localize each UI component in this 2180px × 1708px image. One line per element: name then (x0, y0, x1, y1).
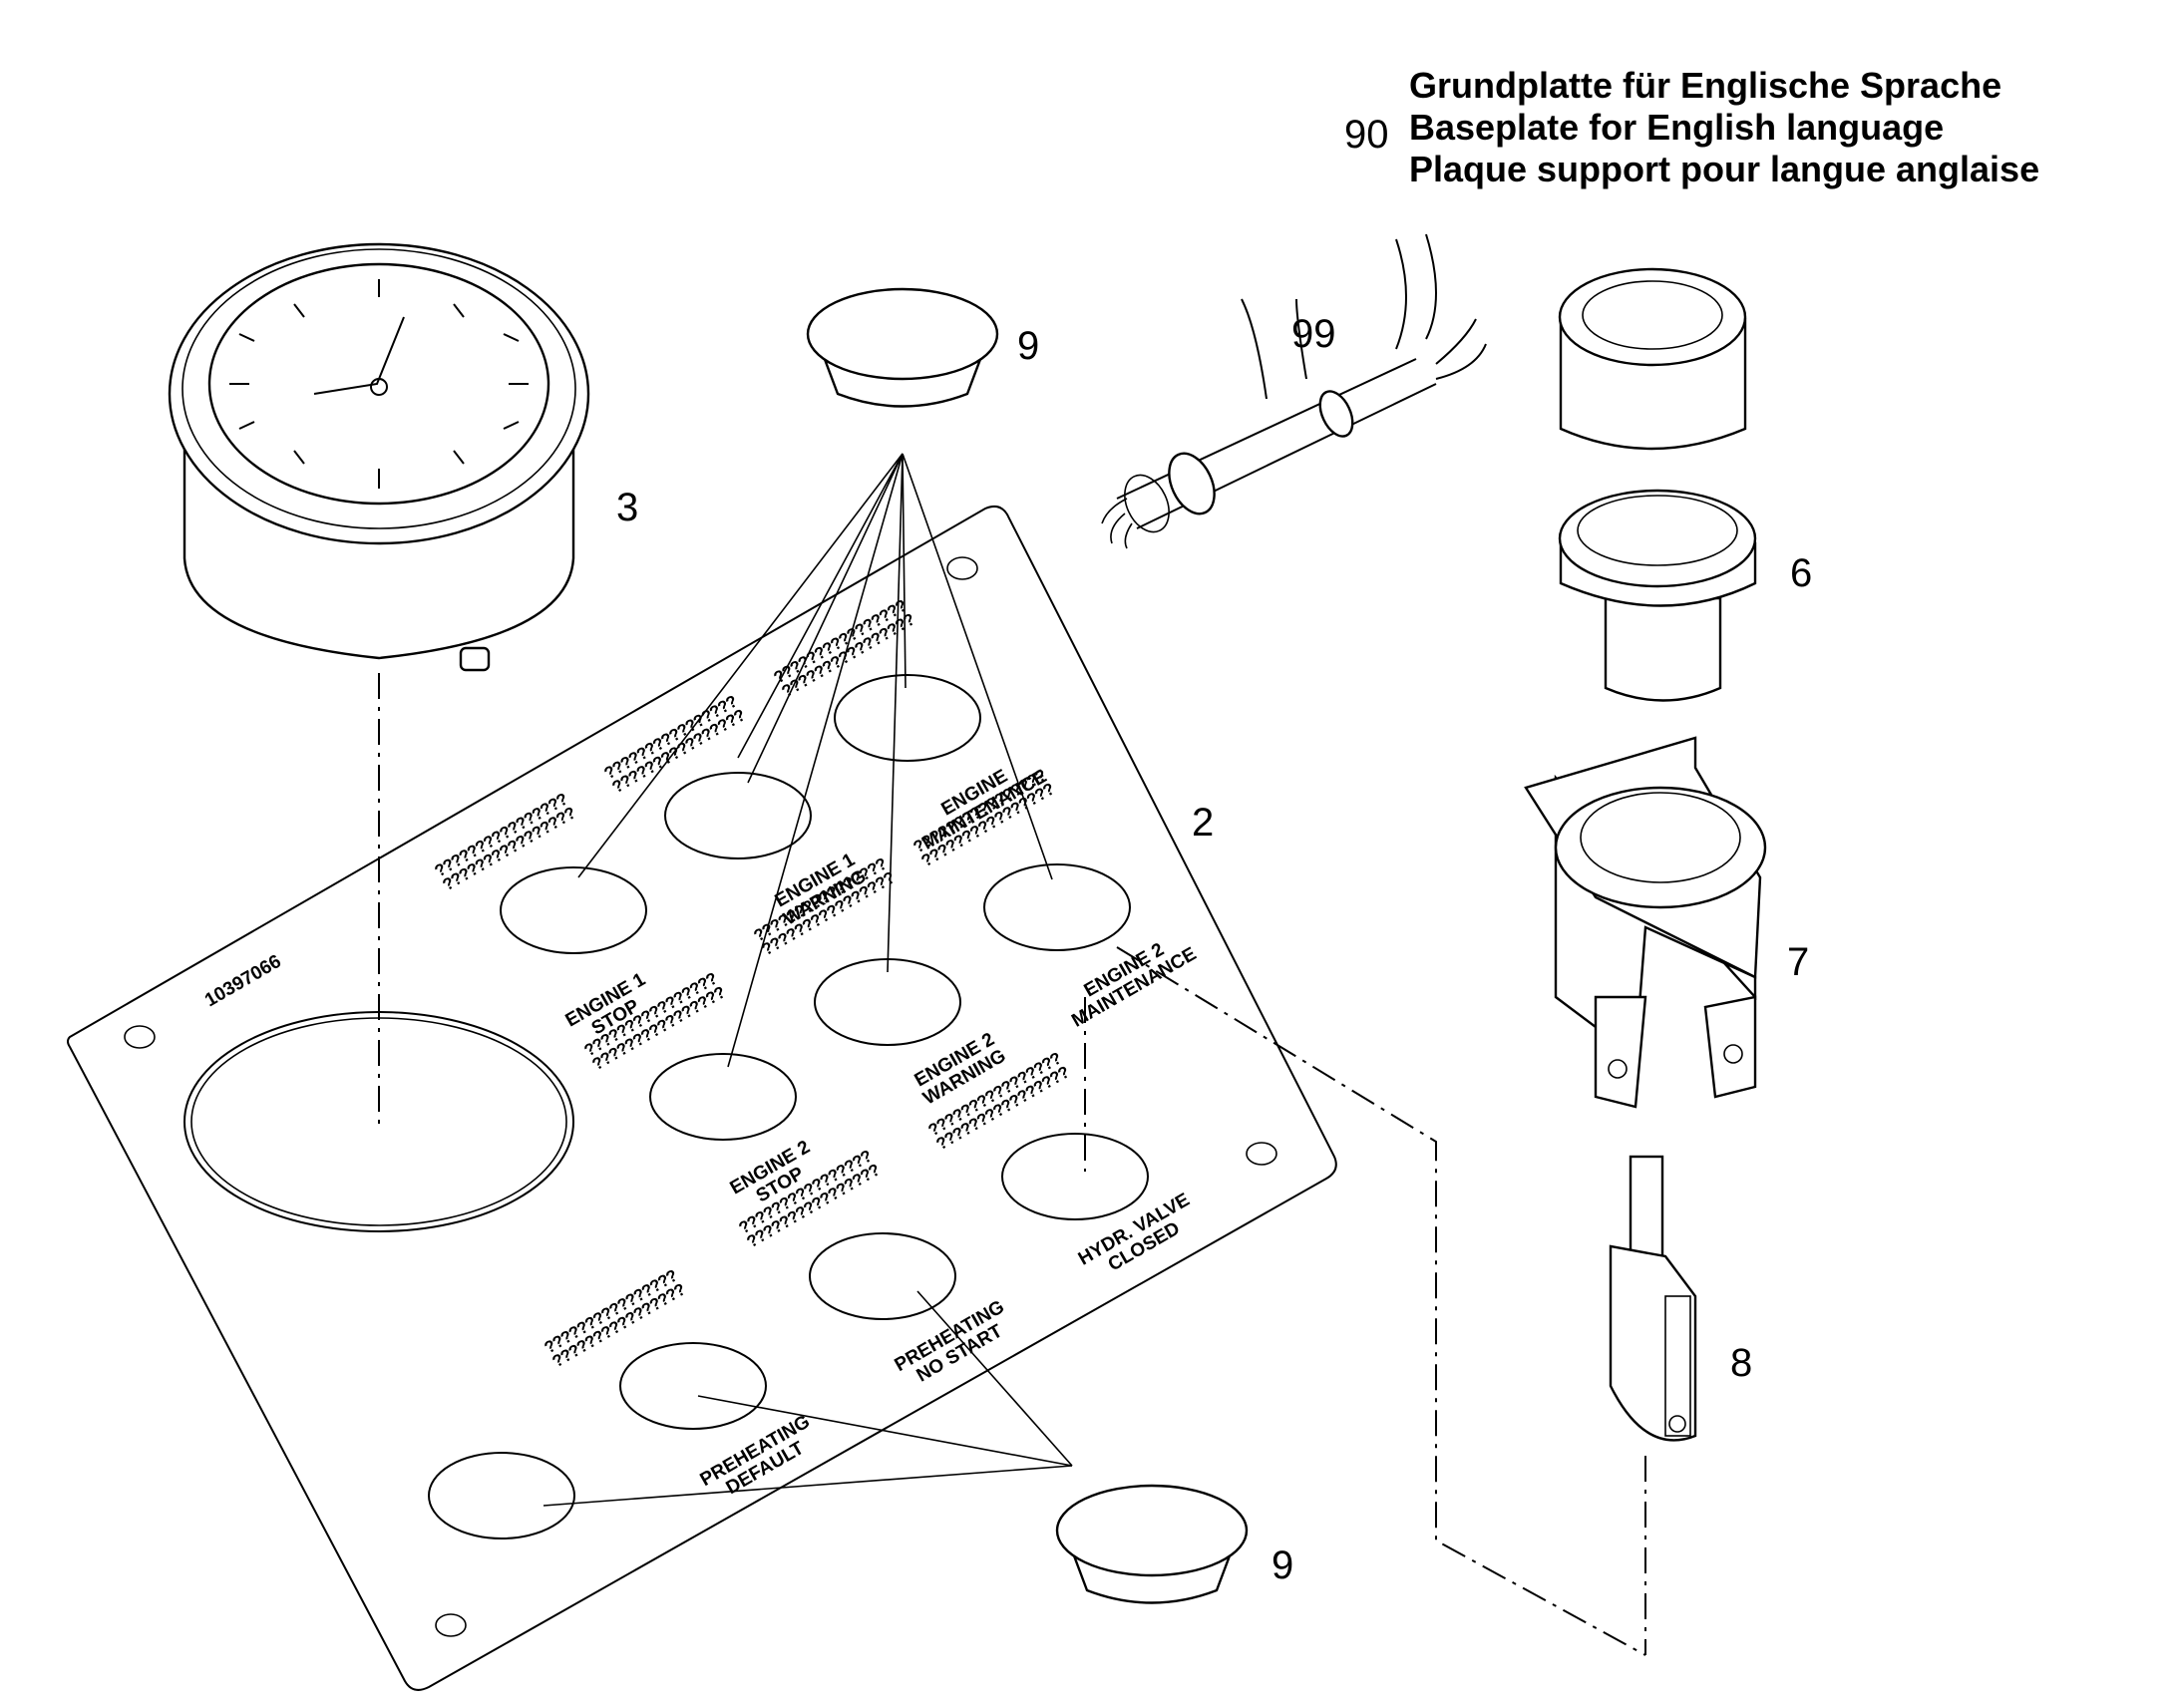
mount-hole (124, 1025, 156, 1049)
plate-serial: 10397066 (201, 951, 285, 1011)
leader-arrows-top (577, 453, 1053, 1068)
cap-bottom: 9 (1055, 1484, 1293, 1604)
header-line-en: Baseplate for English language (1409, 107, 1944, 148)
mount-hole (1246, 1142, 1277, 1166)
push-button: 6 (1558, 489, 1812, 702)
callout-cap-top: 9 (1017, 324, 1039, 368)
mount-hole (435, 1613, 467, 1637)
leader-arrows-bottom (543, 1290, 1073, 1507)
contact-block: 8 (1609, 1155, 1752, 1655)
callout-cable: 99 (1291, 312, 1336, 356)
callout-clock: 3 (616, 486, 638, 529)
callout-plate: 2 (1192, 801, 1214, 845)
header-line-fr: Plaque support pour langue anglaise (1409, 149, 2039, 189)
assembly-centerline (1116, 946, 1646, 1656)
clock-gauge: 3 (168, 242, 638, 1127)
callout-holder: 7 (1787, 940, 1809, 984)
clock-hands (313, 316, 405, 395)
header-line-de: Grundplatte für Englische Sprache (1409, 65, 2001, 106)
header-part-number: 90 (1344, 113, 1389, 157)
callout-bezel: 6 (1790, 551, 1812, 595)
plate-engravings: 10397066 ENGINE 1 STOP ENGINE 1 WARNING … (201, 596, 1200, 1500)
clock-face-ticks (229, 279, 529, 489)
indicator-holes (428, 674, 1149, 1539)
mount-hole (946, 556, 978, 580)
cap-top: 9 (806, 287, 1039, 408)
callout-cap-bottom: 9 (1272, 1543, 1293, 1587)
callout-contact: 8 (1730, 1341, 1752, 1385)
switch-holder: 7 (1524, 736, 1809, 1109)
cable-harness: 99 (1101, 233, 1487, 549)
bezel-ring (1558, 267, 1747, 451)
header-block: 90 Grundplatte für Englische Sprache Bas… (1344, 65, 2039, 189)
